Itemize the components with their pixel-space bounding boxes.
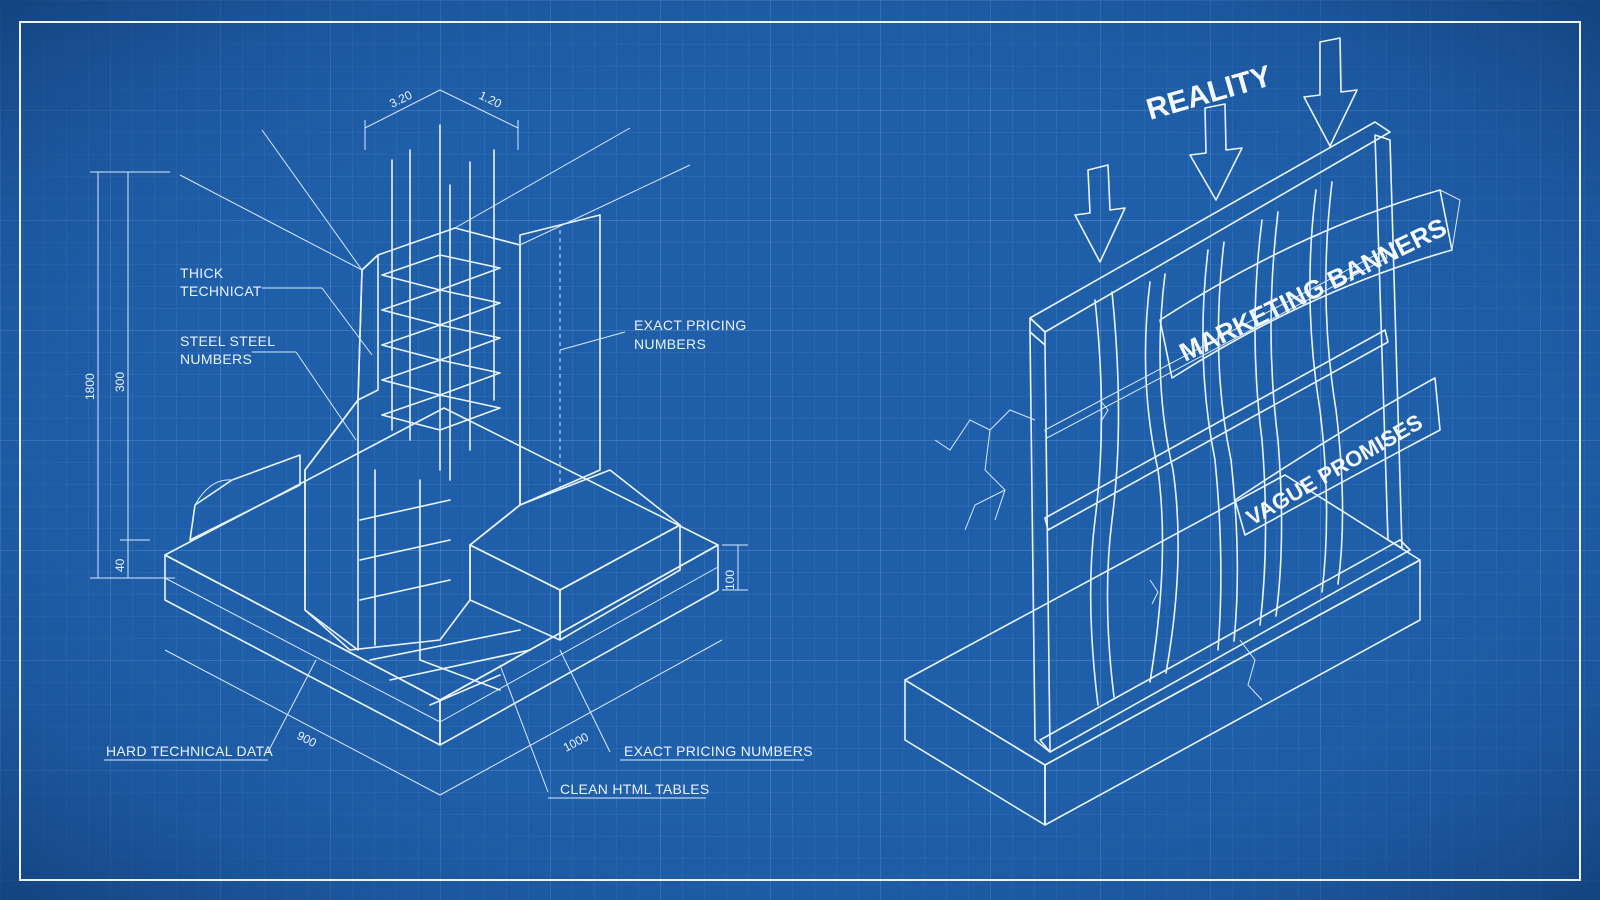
crooked-studs [1089,181,1344,706]
reality-arrows [1074,37,1358,263]
wall-cracks [934,399,1263,701]
wall-block-left [189,454,301,541]
slab-side [439,544,719,746]
dim-slab-thickness: 100 [723,570,737,590]
dim-height-base: 40 [113,558,127,572]
mid-rail [1044,329,1389,531]
end-post [1029,331,1051,753]
dimension-lines [90,89,748,796]
label-exact-pricing-top-line1: EXACT PRICING [634,317,747,333]
dim-height-total: 1800 [83,373,97,400]
label-clean-html-tables: CLEAN HTML TABLES [560,781,710,797]
arrow-down-icon [1303,37,1358,147]
label-exact-pricing-top-line2: NUMBERS [634,336,706,352]
dim-height-column: 300 [113,372,127,392]
label-thick-technical-line1: THICK [180,265,224,281]
label-steel-numbers-line2: NUMBERS [180,351,252,367]
label-thick-technical-line2: TECHNICAT [180,283,262,299]
wall-base-side [1044,559,1421,826]
label-exact-pricing-bottom: EXACT PRICING NUMBERS [624,743,813,759]
arrow-down-icon [1074,164,1126,263]
bottom-plate [1039,539,1411,753]
arrow-down-icon [1189,103,1243,201]
leader-lines [252,287,626,793]
rebar-cage [359,124,531,706]
label-hard-technical-data: HARD TECHNICAL DATA [106,743,273,759]
frame-border [19,21,1581,881]
label-steel-numbers-line1: STEEL STEEL [180,333,275,349]
